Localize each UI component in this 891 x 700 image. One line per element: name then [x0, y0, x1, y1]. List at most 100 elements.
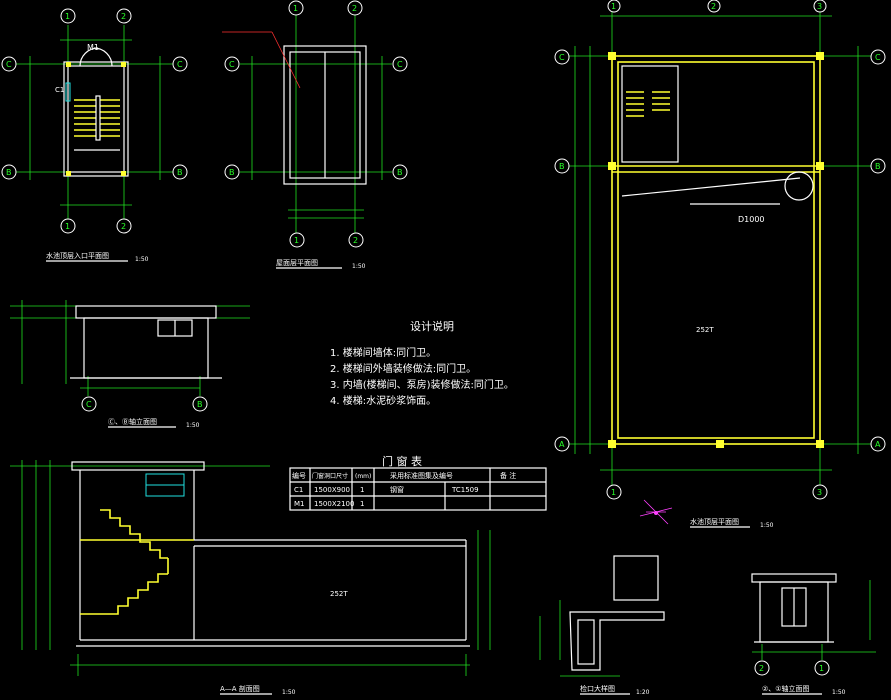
- svg-text:1: 1: [611, 488, 616, 497]
- svg-text:1: 1: [293, 4, 298, 13]
- axis-bubble-a: A: [870, 436, 886, 452]
- elev-cb-title: Ⓒ、Ⓑ轴立面图: [108, 417, 157, 426]
- design-notes-title: 设计说明: [410, 319, 454, 333]
- roof-plan: 1 2 1 2 C B C B 屋面层平面图 1:50: [222, 0, 408, 270]
- svg-text:1: 1: [360, 500, 364, 508]
- axis-bubble-c: C: [392, 56, 408, 72]
- pool-plan-scale: 1:50: [760, 522, 774, 529]
- svg-text:钢窗: 钢窗: [390, 485, 404, 494]
- section-capacity-label: 252T: [330, 590, 348, 598]
- table-title: 门 窗 表: [382, 454, 422, 468]
- svg-text:B: B: [875, 162, 881, 171]
- svg-text:C: C: [6, 60, 12, 69]
- axis-bubble-a: A: [554, 436, 570, 452]
- svg-text:1: 1: [360, 486, 364, 494]
- svg-text:B: B: [177, 168, 183, 177]
- svg-text:2: 2: [352, 4, 357, 13]
- svg-text:门窗洞口尺寸: 门窗洞口尺寸: [312, 472, 348, 480]
- hatch-detail-scale: 1:20: [636, 689, 650, 696]
- svg-text:C: C: [86, 400, 92, 409]
- axis-bubble-1: 1: [814, 660, 830, 676]
- svg-text:采用标准图集及编号: 采用标准图集及编号: [390, 471, 453, 480]
- svg-text:C: C: [397, 60, 403, 69]
- axis-bubble-c: C: [224, 56, 240, 72]
- stair-entrance-plan: M1 C1 1 2 1 2 C B C B 水池顶层入口平面图 1:50: [1, 8, 188, 263]
- pipe-label: D1000: [738, 215, 765, 224]
- svg-text:B: B: [559, 162, 565, 171]
- axis-bubble-1: 1: [289, 232, 305, 248]
- door-tag-m1: M1: [87, 43, 99, 52]
- svg-text:C: C: [875, 53, 881, 62]
- axis-bubble-c: C: [1, 56, 17, 72]
- svg-text:备 注: 备 注: [500, 471, 516, 480]
- svg-text:B: B: [6, 168, 12, 177]
- hatch-detail-title: 检口大样图: [580, 684, 615, 693]
- section-scale: 1:50: [282, 689, 296, 696]
- svg-text:A: A: [875, 440, 881, 449]
- svg-text:1500X2100: 1500X2100: [314, 500, 354, 508]
- svg-text:2: 2: [353, 236, 358, 245]
- axis-bubble-1: 1: [606, 484, 622, 500]
- svg-text:2: 2: [759, 664, 764, 673]
- stair-plan-scale: 1:50: [135, 256, 149, 263]
- pool-roof-plan: D1000 252T 1 2 3 1 3 C B A C B A 水池顶层平面图…: [554, 0, 886, 529]
- axis-bubble-c: C: [172, 56, 188, 72]
- svg-text:C1: C1: [294, 486, 303, 494]
- axis-bubble-2: 2: [347, 0, 363, 16]
- door-window-table: 门 窗 表 编号 门窗洞口尺寸 (mm) 采用标准图集及编号 备 注 C1 15…: [289, 454, 547, 511]
- stair-treads: [74, 99, 120, 137]
- svg-text:3: 3: [817, 2, 822, 11]
- design-note-item: 1. 楼梯间墙体:同门卫。: [330, 346, 436, 359]
- svg-text:1: 1: [819, 664, 824, 673]
- axis-bubble-1: 1: [607, 0, 621, 13]
- table-row: M1 1500X2100 1: [294, 500, 364, 508]
- svg-text:1: 1: [294, 236, 299, 245]
- design-note-item: 4. 楼梯:水泥砂浆饰面。: [330, 394, 436, 407]
- section-title: A—A 剖面图: [220, 684, 260, 693]
- elevation-c-b: C B Ⓒ、Ⓑ轴立面图 1:50: [10, 300, 250, 429]
- axis-bubble-1: 1: [60, 218, 76, 234]
- table-row: C1 1500X900 1 钢窗 TC1509: [294, 485, 479, 494]
- svg-text:1: 1: [611, 2, 616, 11]
- elev-cb-scale: 1:50: [186, 422, 200, 429]
- axis-bubble-2: 2: [754, 660, 770, 676]
- svg-text:TC1509: TC1509: [451, 486, 479, 494]
- axis-bubble-3: 3: [813, 0, 827, 13]
- roof-stair-treads: [626, 91, 670, 117]
- svg-text:3: 3: [817, 488, 822, 497]
- axis-bubble-2: 2: [707, 0, 721, 13]
- axis-bubble-b: B: [392, 164, 408, 180]
- svg-text:B: B: [397, 168, 403, 177]
- axis-bubble-b: B: [172, 164, 188, 180]
- elev-21-title: ②、①轴立面图: [762, 684, 810, 693]
- svg-text:(mm): (mm): [355, 473, 371, 480]
- section-a-a: 252T A—A 剖面图 1:50: [10, 460, 491, 696]
- svg-text:B: B: [229, 168, 235, 177]
- svg-text:2: 2: [711, 2, 716, 11]
- axis-bubble-2: 2: [348, 232, 364, 248]
- window-tag-c1: C1: [55, 86, 64, 94]
- design-note-item: 2. 楼梯间外墙装修做法:同门卫。: [330, 362, 476, 375]
- roof-plan-title: 屋面层平面图: [276, 259, 318, 267]
- axis-bubble-b: B: [870, 158, 886, 174]
- design-notes: 设计说明 1. 楼梯间墙体:同门卫。 2. 楼梯间外墙装修做法:同门卫。 3. …: [330, 319, 514, 407]
- svg-text:编号: 编号: [292, 471, 306, 480]
- axis-bubble-2: 2: [116, 218, 132, 234]
- axis-bubble-c: C: [81, 396, 97, 412]
- design-note-item: 3. 内墙(楼梯间、泵房)装修做法:同门卫。: [330, 378, 514, 391]
- hatch-detail: 检口大样图 1:20: [539, 555, 665, 696]
- axis-bubble-b: B: [1, 164, 17, 180]
- axis-bubble-1: 1: [288, 0, 304, 16]
- svg-text:A: A: [559, 440, 565, 449]
- svg-text:B: B: [197, 400, 203, 409]
- pool-plan-title: 水池顶层平面图: [690, 517, 739, 526]
- svg-text:C: C: [177, 60, 183, 69]
- axis-bubble-b: B: [192, 396, 208, 412]
- pool-capacity-label: 252T: [696, 326, 714, 334]
- elev-21-scale: 1:50: [832, 689, 846, 696]
- north-arrow-icon: [639, 499, 673, 525]
- svg-text:2: 2: [121, 12, 126, 21]
- section-stair: [80, 509, 194, 615]
- svg-text:1500X900: 1500X900: [314, 486, 350, 494]
